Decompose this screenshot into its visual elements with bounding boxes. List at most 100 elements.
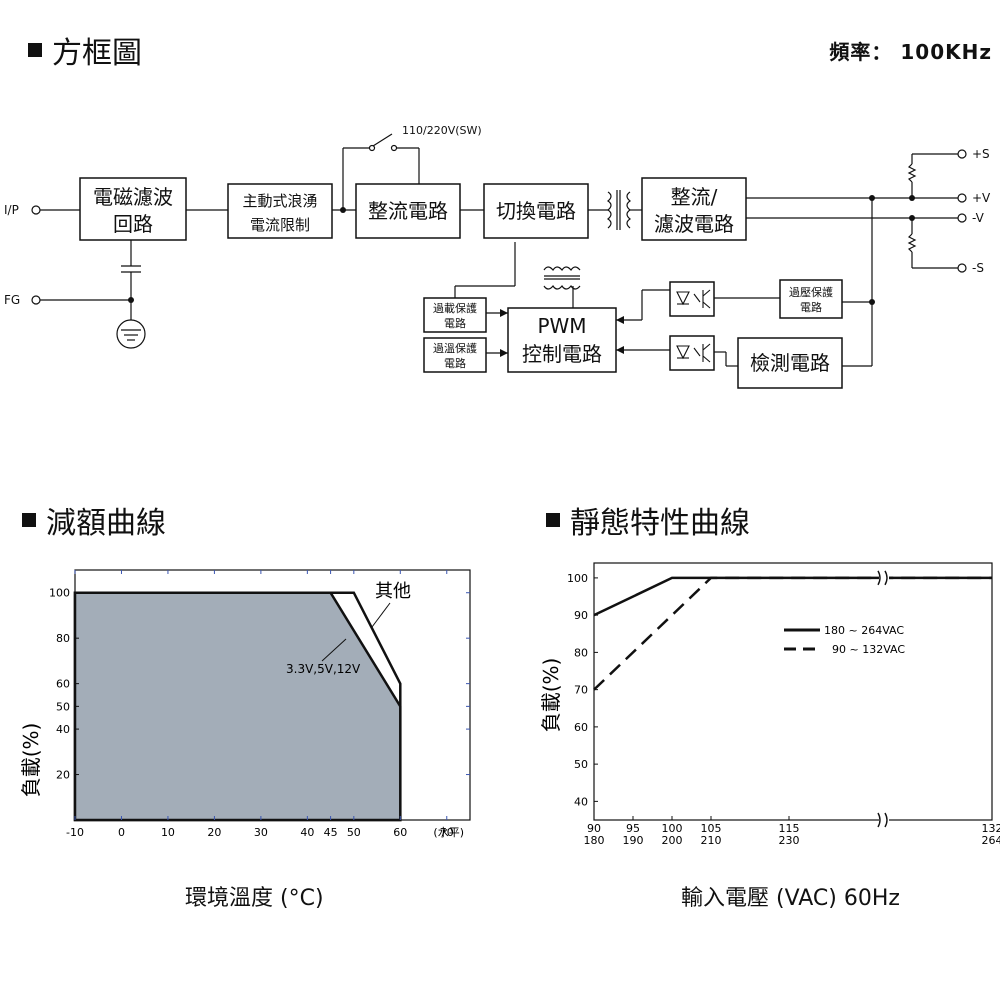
terminal-s-plus	[957, 149, 967, 159]
switching-block	[483, 183, 589, 239]
pwm-block	[507, 307, 617, 373]
x-tick-label: 40	[300, 826, 314, 839]
square-bullet-icon	[546, 513, 560, 527]
block-diagram-heading: 方框圖	[28, 28, 142, 72]
x-tick-label-bottom: 210	[701, 834, 722, 847]
otp-block	[423, 337, 487, 373]
terminal-v-plus-label: +V	[972, 191, 991, 205]
y-tick-label: 90	[574, 609, 588, 622]
x-unit-label: (水平)	[433, 826, 464, 839]
pwm-block-line2: 控制電路	[522, 342, 602, 366]
x-tick-label-bottom: 264	[982, 834, 1000, 847]
static-x-axis-label: 輸入電壓 (VAC) 60Hz	[681, 886, 900, 911]
x-tick-label-bottom: 200	[662, 834, 683, 847]
y-tick-label: 70	[574, 684, 588, 697]
y-tick-label: 100	[49, 587, 70, 600]
x-tick-label: 30	[254, 826, 268, 839]
block-diagram: I/P FG +S +V -V -S 110/220V(SW)	[4, 124, 991, 389]
terminal-fg-label: FG	[4, 293, 20, 307]
emi-block-line1: 電磁濾波	[93, 185, 173, 209]
x-tick-label: 20	[207, 826, 221, 839]
plot-frame	[593, 562, 993, 821]
terminal-s-plus-label: +S	[972, 147, 990, 161]
olp-block-line2: 電路	[444, 317, 466, 330]
static-heading: 靜態特性曲線	[546, 498, 750, 542]
y-tick-label: 40	[574, 795, 588, 808]
terminal-ip	[31, 205, 41, 215]
annotation-low-voltage: 3.3V,5V,12V	[286, 662, 361, 676]
inrush-block-line2: 電流限制	[250, 216, 310, 234]
derating-chart: 20 40 50 60 80 100 -10 0 10 20 30 40 45 50 60 70(水平) 其他 3…	[19, 569, 471, 839]
x-tick-label: 50	[347, 826, 361, 839]
terminal-fg	[31, 295, 41, 305]
emi-block-line2: 回路	[113, 212, 153, 236]
detect-block	[737, 337, 843, 389]
switch-label: 110/220V(SW)	[402, 124, 482, 137]
x-tick-label-top: 132	[982, 822, 1000, 835]
derating-y-axis-label: 負載(%)	[19, 723, 43, 798]
terminal-v-plus	[957, 193, 967, 203]
x-tick-label-bottom: 180	[584, 834, 605, 847]
output-filter-block	[641, 177, 747, 241]
axis-break-bottom-icon	[877, 812, 888, 828]
annotation-low-pointer	[321, 638, 347, 662]
x-tick-label-bottom: 230	[779, 834, 800, 847]
terminal-v-minus-label: -V	[972, 211, 985, 225]
y-tick-label: 80	[56, 632, 70, 645]
y-tick-label: 60	[574, 721, 588, 734]
x-tick-label: 70	[440, 826, 454, 839]
y-tick-label: 50	[574, 758, 588, 771]
y-tick-label: 50	[56, 700, 70, 713]
detect-block-label: 檢測電路	[750, 351, 830, 375]
series-low-voltage-area	[73, 591, 402, 822]
axis-break-bottom-gap	[879, 812, 889, 828]
ovp-block-line1: 過壓保護	[789, 285, 833, 299]
rectifier-block	[355, 183, 461, 239]
inrush-limit-block	[227, 183, 333, 239]
x-tick-label-top: 100	[662, 822, 683, 835]
inrush-block-line1: 主動式浪湧	[242, 192, 317, 210]
x-tick-label-top: 105	[701, 822, 722, 835]
x-tick-label-bottom: 190	[623, 834, 644, 847]
optocoupler-1	[669, 281, 715, 317]
olp-block-line1: 過載保護	[433, 301, 477, 315]
optocoupler-icon	[676, 289, 711, 363]
x-tick-label: 60	[393, 826, 407, 839]
terminal-s-minus	[957, 263, 967, 273]
terminal-v-minus	[957, 213, 967, 223]
x-tick-label: 10	[161, 826, 175, 839]
legend-solid-label: 180 ~ 264VAC	[824, 624, 904, 637]
x-tick-label-top: 95	[626, 822, 640, 835]
axis-break-top-icon	[877, 570, 888, 586]
x-tick-label: -10	[66, 826, 84, 839]
static-chart: 4050607080901009018095190100200105210115…	[539, 562, 1000, 847]
y-tick-label: 100	[567, 572, 588, 585]
x-tick-label: 45	[324, 826, 338, 839]
x-tick-label: 0	[118, 826, 125, 839]
emi-filter-block	[79, 177, 187, 241]
y-tick-label: 20	[56, 769, 70, 782]
frequency-label: 頻率： 100KHz	[829, 40, 992, 64]
output-block-line1: 整流/	[671, 185, 718, 209]
output-block-line2: 濾波電路	[654, 212, 734, 236]
pwm-block-line1: PWM	[537, 314, 586, 338]
derating-x-axis-label: 環境溫度 (°C)	[185, 886, 324, 911]
switching-block-label: 切換電路	[496, 199, 576, 223]
axis-break-top-gap	[879, 569, 889, 586]
square-bullet-icon	[22, 513, 36, 527]
y-tick-label: 60	[56, 678, 70, 691]
rectifier-block-label: 整流電路	[368, 199, 448, 223]
derating-heading: 減額曲線	[22, 498, 166, 542]
ovp-block	[779, 279, 843, 319]
square-bullet-icon	[28, 43, 42, 57]
ovp-block-line2: 電路	[800, 301, 822, 314]
terminal-s-minus-label: -S	[972, 261, 984, 275]
y-tick-label: 40	[56, 723, 70, 736]
olp-block	[423, 297, 487, 333]
otp-block-line1: 過溫保護	[433, 341, 477, 355]
annotation-other: 其他	[375, 581, 411, 602]
otp-block-line2: 電路	[444, 357, 466, 370]
terminal-ip-label: I/P	[4, 203, 19, 217]
series-line-90-132	[593, 576, 992, 691]
x-tick-label-top: 115	[779, 822, 800, 835]
